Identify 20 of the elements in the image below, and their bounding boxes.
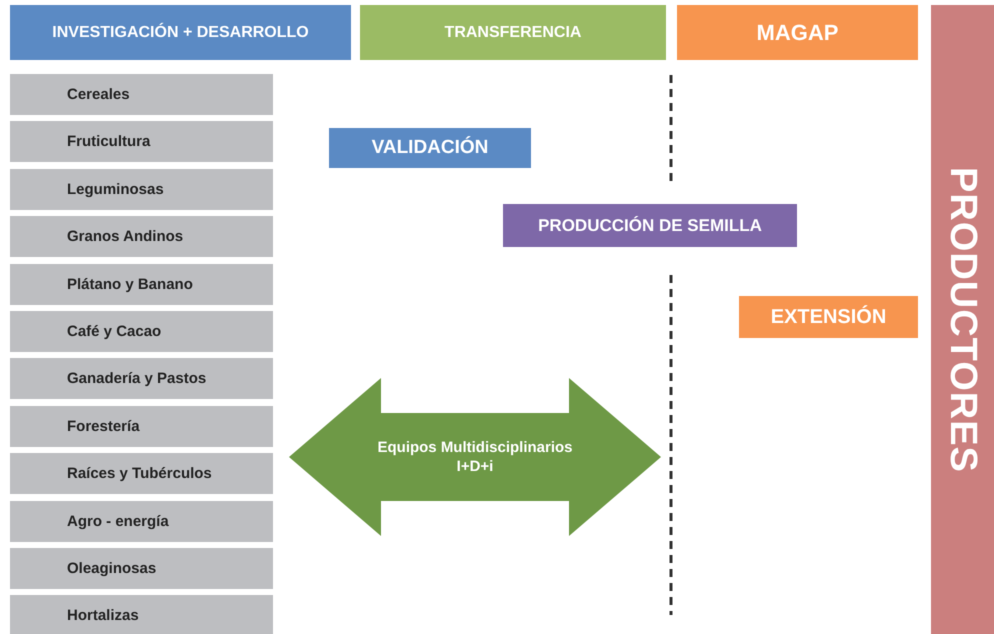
stage-box: EXTENSIÓN xyxy=(739,296,918,338)
category-bar: Ganadería y Pastos xyxy=(10,358,273,399)
category-bar: Plátano y Banano xyxy=(10,264,273,305)
category-bar: Café y Cacao xyxy=(10,311,273,352)
category-bar: Granos Andinos xyxy=(10,216,273,257)
category-bar: Cereales xyxy=(10,74,273,115)
stage-box: PRODUCCIÓN DE SEMILLA xyxy=(503,204,797,247)
category-bar: Leguminosas xyxy=(10,169,273,210)
category-bar: Oleaginosas xyxy=(10,548,273,589)
side-bar: PRODUCTORES xyxy=(931,5,994,634)
arrow-label: Equipos Multidisciplinarios I+D+i xyxy=(376,438,574,476)
column-header: TRANSFERENCIA xyxy=(360,5,666,60)
category-bar: Agro - energía xyxy=(10,501,273,542)
stage-box: VALIDACIÓN xyxy=(329,128,531,168)
category-bar: Raíces y Tubérculos xyxy=(10,453,273,494)
category-bar: Forestería xyxy=(10,406,273,447)
category-bar: Fruticultura xyxy=(10,121,273,162)
column-header: INVESTIGACIÓN + DESARROLLO xyxy=(10,5,351,60)
category-bar: Hortalizas xyxy=(10,595,273,634)
column-header: MAGAP xyxy=(677,5,918,60)
